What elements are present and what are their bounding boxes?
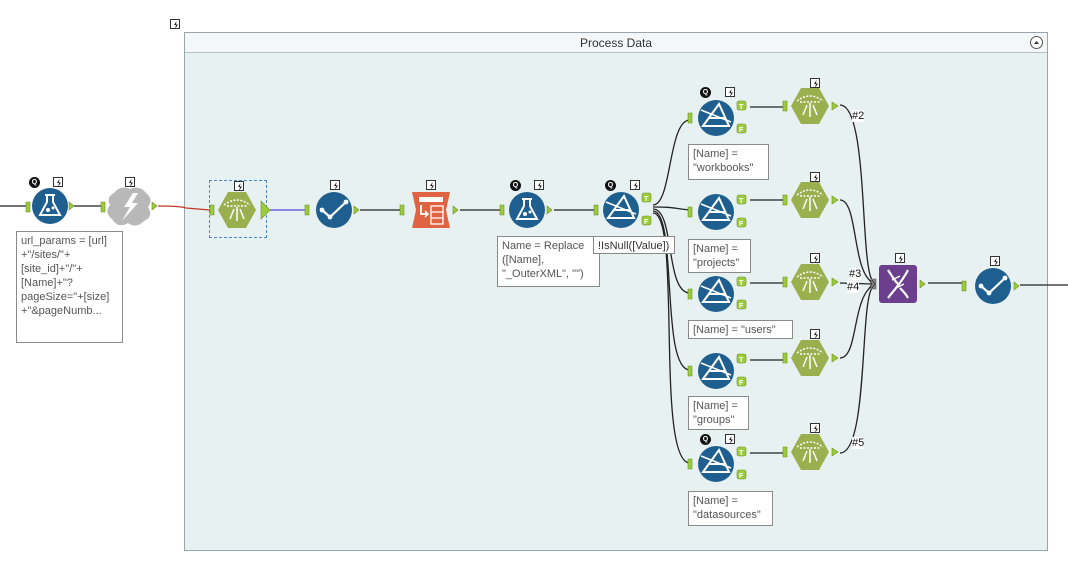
lightning-icon[interactable]: [125, 177, 135, 187]
select-tool-main[interactable]: [209, 189, 272, 233]
lightning-icon[interactable]: [810, 329, 820, 339]
wire-isnull-to-projects: [652, 206, 691, 211]
container-header[interactable]: Process Data: [185, 33, 1047, 53]
filter-tool-workbooks[interactable]: T F: [687, 96, 748, 144]
false-anchor-label: F: [739, 127, 744, 134]
wire-label-2: #2: [852, 110, 865, 122]
annotation-formula-replace: Name = Replace ([Name], "_OuterXML", ""): [497, 236, 600, 287]
lightning-icon[interactable]: [810, 253, 820, 263]
wire-isnull-to-groups: [652, 210, 691, 371]
false-anchor-label: F: [739, 473, 744, 480]
wire-download-to-select: [157, 205, 211, 211]
wire-union-5: [839, 287, 873, 454]
lightning-icon[interactable]: [426, 180, 436, 190]
true-anchor-label: T: [739, 280, 744, 287]
lightning-icon[interactable]: [810, 78, 820, 88]
quality-badge-icon: Q: [605, 180, 616, 191]
lightning-icon[interactable]: [725, 434, 735, 444]
wire-union-1: [839, 104, 873, 281]
select-tool-groups[interactable]: [782, 337, 845, 381]
filter-tool-projects[interactable]: T F: [687, 190, 748, 238]
annotation-filter-groups: [Name] = "groups": [688, 396, 749, 430]
quality-badge-icon: Q: [510, 180, 521, 191]
quality-badge-icon: Q: [700, 87, 711, 98]
sample-tool-final[interactable]: [961, 264, 1022, 308]
true-anchor-label: T: [739, 357, 744, 364]
wire-union-2: [839, 199, 873, 283]
false-anchor-label: F: [739, 380, 744, 387]
filter-tool-groups[interactable]: T F: [687, 349, 748, 397]
true-anchor-label: T: [739, 450, 744, 457]
wire-label-5: #5: [852, 437, 865, 449]
annotation-filter-users: [Name] = "users": [688, 320, 793, 339]
select-tool-workbooks[interactable]: [782, 85, 845, 129]
container-title: Process Data: [579, 36, 653, 50]
lightning-icon[interactable]: [895, 253, 905, 263]
annotation-filter-workbooks: [Name] = "workbooks": [688, 144, 769, 180]
wire-isnull-to-workbooks: [652, 119, 691, 206]
select-tool-datasources[interactable]: [782, 431, 845, 475]
annotation-filter-isnull: !IsNull([Value]): [593, 236, 675, 254]
select-tool-projects[interactable]: [782, 179, 845, 223]
union-tool[interactable]: [868, 262, 928, 306]
false-anchor-label: F: [644, 219, 649, 226]
lightning-icon[interactable]: [330, 180, 340, 190]
lightning-icon[interactable]: [630, 180, 640, 190]
lightning-icon[interactable]: [534, 180, 544, 190]
filter-tool-users[interactable]: T F: [687, 272, 748, 320]
false-anchor-label: F: [739, 221, 744, 228]
formula-tool-left[interactable]: [25, 185, 76, 229]
true-anchor-label: T: [739, 198, 744, 205]
annotation-formula-left: url_params = [url] +"/sites/"+ [site_id]…: [16, 231, 123, 343]
select-tool-users[interactable]: [782, 261, 845, 305]
true-anchor-label: T: [739, 104, 744, 111]
filter-tool-datasources[interactable]: T F: [687, 442, 748, 490]
collapse-icon[interactable]: [1030, 36, 1043, 49]
lightning-icon[interactable]: [810, 172, 820, 182]
formula-tool-replace[interactable]: [499, 188, 556, 232]
quality-badge-icon: Q: [29, 177, 40, 188]
filter-tool-isnull[interactable]: T F: [593, 188, 654, 236]
wire-label-4: #4: [847, 281, 860, 293]
annotation-filter-datasources: [Name] = "datasources": [688, 491, 773, 526]
true-anchor-label: T: [644, 196, 649, 203]
false-anchor-label: F: [739, 303, 744, 310]
quality-badge-icon: Q: [700, 434, 711, 445]
annotation-filter-projects: [Name] = "projects": [688, 239, 751, 273]
xml-parse-tool[interactable]: [399, 188, 462, 232]
container-lightning-icon[interactable]: [170, 19, 180, 29]
lightning-icon[interactable]: [725, 87, 735, 97]
wire-union-4: [839, 285, 873, 359]
lightning-icon[interactable]: [53, 177, 63, 187]
wire-label-3: #3: [849, 268, 862, 280]
lightning-icon[interactable]: [810, 423, 820, 433]
wire-isnull-to-datasources: [652, 212, 691, 464]
sample-tool[interactable]: [304, 188, 361, 232]
download-tool[interactable]: [100, 185, 160, 229]
lightning-icon[interactable]: [234, 181, 244, 191]
lightning-icon[interactable]: [990, 256, 1000, 266]
